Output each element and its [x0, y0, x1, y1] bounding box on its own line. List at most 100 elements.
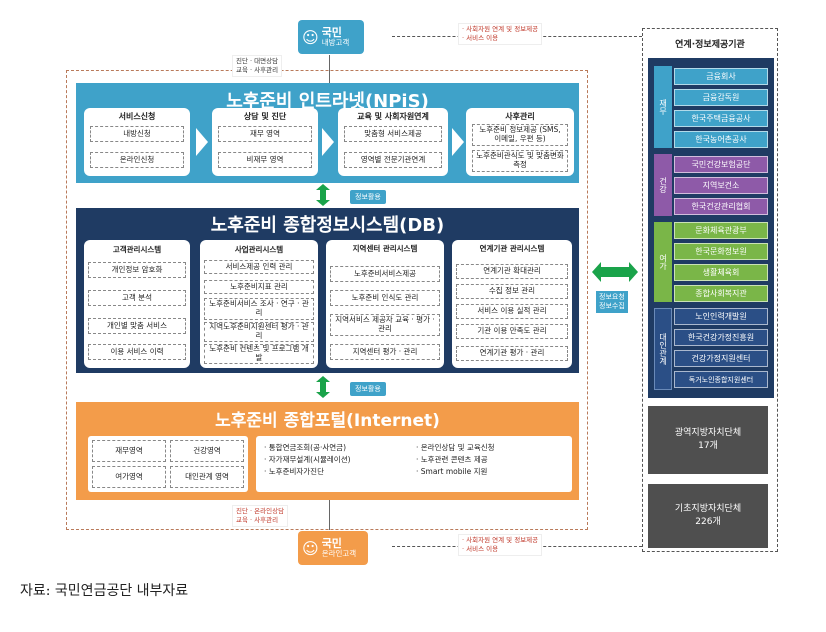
db-col-4: 연계기관 관리시스템 연계기관 확대관리 수집 정보 관리 서비스 이용 실적 … — [452, 240, 572, 368]
db-title: 노후준비 종합정보시스템(DB) — [210, 215, 445, 236]
db-col-1-item-1: 개인정보 암호화 — [88, 262, 186, 278]
db-col-1-item-2: 고객 분석 — [88, 290, 186, 306]
local-gov-count: 226개 — [695, 517, 721, 527]
horizontal-double-arrow-icon — [592, 262, 638, 282]
leisure-item-2: 한국문화정보원 — [674, 243, 768, 260]
info-exchange-tag: 정보요청 정보수집 — [596, 291, 628, 314]
db-col-2-item-2: 노후준비지표 관리 — [204, 280, 314, 294]
portal-services-right: · 온라인상담 및 교육신청 · 노후관련 콘텐츠 제공 · Smart mob… — [416, 442, 495, 478]
regional-gov-box: 광역지방자치단체 17개 — [648, 406, 768, 474]
npis-stage-4: 사후관리 노후준비 정보제공 (SMS, 이메일, 우편 등) 노후준비관식도 … — [466, 108, 574, 176]
npis-stage-2-title: 상담 및 진단 — [243, 112, 287, 121]
db-col-2-item-1: 서비스제공 인력 관리 — [204, 260, 314, 274]
stage-chevron-3 — [452, 128, 464, 156]
db-col-4-item-2: 수집 정보 관리 — [456, 284, 568, 299]
finance-item-1: 금융회사 — [674, 68, 768, 85]
db-col-1-item-4: 이용 서비스 이력 — [88, 344, 186, 360]
leisure-item-3: 생활체육회 — [674, 264, 768, 281]
group-leisure-label: 여가 — [654, 222, 672, 302]
db-col-1-item-3: 개인별 맞춤 서비스 — [88, 318, 186, 334]
portal-service-right-1: · 온라인상담 및 교육신청 — [416, 443, 495, 452]
db-col-2-item-5: 노후준비 컨텐츠 및 프로그램 개발 — [204, 344, 314, 364]
bottom-user-subtitle: 온라인고객 — [321, 548, 357, 558]
stage-chevron-2 — [322, 128, 334, 156]
top-left-note: 진단 · 대면상담 교육 · 사후관리 — [232, 55, 283, 77]
db-col-3-item-3: 지역서비스 제공자 교육 · 평가 · 관리 — [330, 314, 440, 336]
portal-areas-card: 재무영역 건강영역 여가영역 대인관계 영역 — [88, 436, 248, 492]
group-health-label: 건강 — [654, 154, 672, 216]
npis-stage-2: 상담 및 진단 재무 영역 비재무 영역 — [212, 108, 318, 176]
portal-area-3: 여가영역 — [92, 466, 166, 488]
stage-chevron-1 — [196, 128, 208, 156]
npis-stage-3: 교육 및 사회자원연계 맞춤형 서비스제공 영역별 전문기관연계 — [338, 108, 448, 176]
bottom-right-note-line2: · 서비스 이용 — [462, 544, 499, 553]
top-right-note-line1: · 사회자원 연계 및 정보제공 — [462, 25, 539, 33]
health-item-2: 지역보건소 — [674, 177, 768, 194]
leisure-item-1: 문화체육관광부 — [674, 222, 768, 239]
bottom-user-arrow — [329, 500, 330, 530]
portal-service-left-3: · 노후준비자가진단 — [264, 467, 324, 476]
person-icon: ☺ — [302, 27, 319, 47]
npis-stage-4-item-2: 노후준비관식도 및 맞춤변화측정 — [472, 150, 568, 172]
npis-stage-4-item-1: 노후준비 정보제공 (SMS, 이메일, 우편 등) — [472, 124, 568, 146]
person-icon: ☺ — [302, 538, 319, 558]
bottom-left-note: 진단 · 온라인상담 교육 · 사후관리 — [232, 505, 289, 527]
db-col-4-title: 연계기관 관리시스템 — [479, 244, 545, 253]
group-relations-label: 대인관계 — [654, 308, 672, 390]
health-item-1: 국민건강보험공단 — [674, 156, 768, 173]
db-col-4-item-4: 기관 이용 만족도 관리 — [456, 324, 568, 339]
db-col-3: 지역센터 관리시스템 노후준비서비스제공 노후준비 인식도 관리 지역서비스 제… — [326, 240, 444, 368]
npis-stage-4-title: 사후관리 — [505, 112, 535, 121]
relations-item-3: 건강가정지원센터 — [674, 350, 768, 367]
npis-stage-1-item-1: 내방신청 — [90, 126, 184, 142]
portal-area-4: 대인관계 영역 — [170, 466, 244, 488]
npis-title: 노후준비 인트라넷(NPiS) — [226, 91, 429, 112]
npis-stage-1: 서비스신청 내방신청 온라인신청 — [84, 108, 190, 176]
double-arrow-icon — [316, 376, 330, 398]
db-col-4-item-1: 연계기관 확대관리 — [456, 264, 568, 279]
top-right-note-line2: · 서비스 이용 — [462, 33, 499, 42]
portal-service-right-2: · 노후관련 콘텐츠 제공 — [416, 455, 488, 464]
relations-item-4: 독거노인종합지원센터 — [674, 371, 768, 388]
top-user-arrow — [329, 55, 330, 83]
portal-title: 노후준비 종합포털(Internet) — [215, 411, 440, 431]
db-col-4-item-5: 연계기관 평가 · 관리 — [456, 346, 568, 361]
top-right-note: · 사회자원 연계 및 정보제공 · 서비스 이용 — [458, 23, 543, 45]
relations-item-2: 한국건강가정진흥원 — [674, 329, 768, 346]
top-user-subtitle: 내방고객 — [321, 37, 350, 47]
portal-area-1: 재무영역 — [92, 440, 166, 462]
db-col-2-item-4: 지역노후준비지원센터 평가 · 관리 — [204, 322, 314, 342]
bottom-user-badge: ☺ 국민 온라인고객 — [298, 531, 368, 565]
db-col-1-title: 고객관리시스템 — [112, 245, 162, 254]
leisure-item-4: 종합사회복지관 — [674, 285, 768, 302]
regional-gov-count: 17개 — [698, 441, 718, 451]
db-col-3-item-2: 노후준비 인식도 관리 — [330, 290, 440, 306]
partners-title: 연계·정보제공기관 — [675, 40, 745, 50]
db-col-3-item-4: 지역센터 평가 · 관리 — [330, 344, 440, 360]
top-user-title: 국민 — [321, 25, 342, 39]
top-user-badge: ☺ 국민 내방고객 — [298, 20, 364, 54]
info-exchange-line2: 정보수집 — [599, 302, 625, 311]
npis-stage-2-item-1: 재무 영역 — [218, 126, 312, 142]
portal-service-left-2: · 자가재무설계(시뮬레이션) — [264, 455, 351, 464]
top-left-note-line1: 진단 · 대면상담 — [236, 57, 279, 65]
finance-item-2: 금융감독원 — [674, 89, 768, 106]
bottom-right-note-line1: · 사회자원 연계 및 정보제공 — [462, 536, 539, 544]
info-use-tag-2: 정보활용 — [350, 382, 386, 396]
bottom-left-note-line1: 진단 · 온라인상담 — [236, 507, 285, 515]
portal-service-left-1: · 통합연금조회(공·사연금) — [264, 443, 347, 452]
top-left-note-line2: 교육 · 사후관리 — [236, 65, 279, 74]
db-col-2: 사업관리시스템 서비스제공 인력 관리 노후준비지표 관리 노후준비서비스 조사… — [200, 240, 318, 368]
db-col-4-item-3: 서비스 이용 실적 관리 — [456, 304, 568, 319]
regional-gov-name: 광역지방자치단체 — [674, 428, 742, 439]
npis-stage-1-title: 서비스신청 — [118, 112, 156, 121]
npis-stage-2-item-2: 비재무 영역 — [218, 152, 312, 168]
npis-stage-3-title: 교육 및 사회자원연계 — [357, 112, 429, 121]
db-col-3-item-1: 노후준비서비스제공 — [330, 266, 440, 282]
main-area-frame — [66, 70, 588, 530]
finance-item-4: 한국농어촌공사 — [674, 131, 768, 148]
npis-stage-3-item-2: 영역별 전문기관연계 — [344, 152, 442, 168]
portal-services-card: · 통합연금조회(공·사연금) · 자가재무설계(시뮬레이션) · 노후준비자가… — [256, 436, 572, 492]
info-exchange-arrow — [592, 262, 638, 282]
db-col-3-title: 지역센터 관리시스템 — [352, 244, 418, 253]
